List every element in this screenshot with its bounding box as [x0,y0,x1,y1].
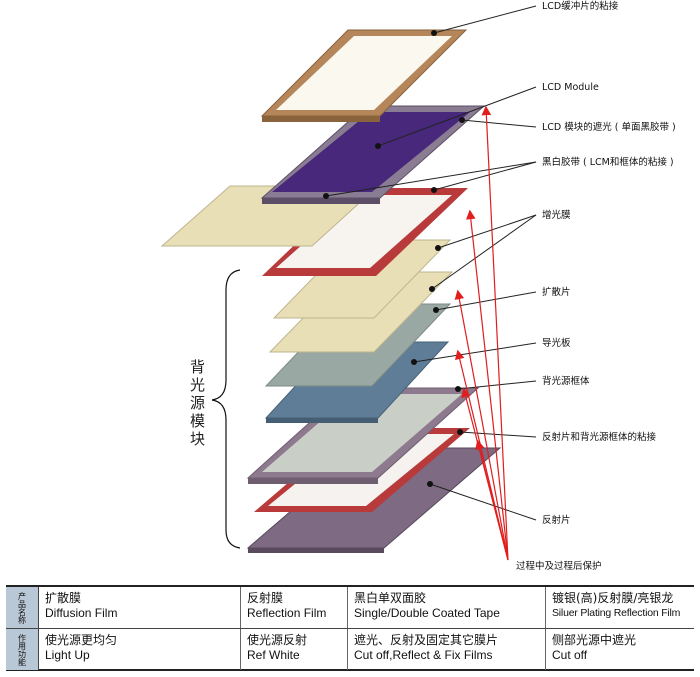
function-en: Cut off [552,648,588,662]
product-table: 产品名称 扩散膜 Diffusion Film 反射膜 Reflection F… [6,585,694,671]
product-name-zh: 扩散膜 [45,591,82,605]
table-cell: 侧部光源中遮光 Cut off [546,629,694,670]
label-lcd-shading: LCD 模块的遮光 ( 单面黑胶带 ) [542,121,676,133]
label-reflector: 反射片 [542,514,571,526]
table-cell: 使光源反射 Ref White [241,629,348,670]
label-lcd-buffer: LCD缓冲片的粘接 [542,0,619,12]
side-char: 光 [190,376,205,394]
backlight-module-label: 背 光 源 模 块 [190,358,205,448]
product-name-en: Reflection Film [247,606,327,620]
function-zh: 遮光、反射及固定其它膜片 [354,633,499,647]
label-diffuser: 扩散片 [542,286,571,298]
function-zh: 使光源更均匀 [45,633,118,647]
row-header-label: 产品名称 [17,591,27,624]
row-header-label: 作用功能 [17,633,27,666]
product-name-zh: 反射膜 [247,591,284,605]
function-en: Cut off,Reflect & Fix Films [354,648,493,662]
product-name-en: Single/Double Coated Tape [354,606,500,620]
label-brightness-film: 增光膜 [542,209,571,221]
table-cell: 遮光、反射及固定其它膜片 Cut off,Reflect & Fix Films [348,629,546,670]
table-cell: 使光源更均匀 Light Up [39,629,241,670]
exploded-backlight-diagram: 背 光 源 模 块 LCD缓冲片的粘接 LCD Module LCD 模块的遮光… [160,0,676,572]
leader-dots [323,30,465,487]
product-name-en: Siluer Plating Reflection Film [552,607,681,619]
backlight-brace [211,269,241,549]
table-cell: 镀银(高)反射膜/亮银龙 Siluer Plating Reflection F… [546,587,694,628]
label-light-guide: 导光板 [542,337,571,349]
function-en: Ref White [247,648,300,662]
side-char: 模 [190,412,205,430]
row-header-products: 产品名称 [6,587,39,628]
product-name-zh: 黑白单双面胶 [354,591,427,605]
label-reflector-bond: 反射片和背光源框体的粘接 [542,431,657,443]
leader-lines [325,5,537,521]
table-row-products: 产品名称 扩散膜 Diffusion Film 反射膜 Reflection F… [6,587,694,629]
table-row-functions: 作用功能 使光源更均匀 Light Up 使光源反射 Ref White 遮光、… [6,629,694,670]
protection-arrows [454,105,509,561]
side-char: 块 [190,430,205,448]
side-char: 背 [190,358,205,376]
table-cell: 反射膜 Reflection Film [241,587,348,628]
side-char: 源 [190,394,205,412]
product-name-en: Diffusion Film [45,606,118,620]
function-zh: 使光源反射 [247,633,308,647]
label-bw-tape: 黑白胶带 ( LCM和框体的粘接 ) [542,156,674,168]
row-header-functions: 作用功能 [6,629,39,670]
function-en: Light Up [45,648,90,662]
function-zh: 侧部光源中遮光 [552,633,637,647]
product-name-zh: 镀银(高)反射膜/亮银龙 [552,591,674,605]
table-cell: 黑白单双面胶 Single/Double Coated Tape [348,587,546,628]
label-protection: 过程中及过程后保护 [516,560,602,572]
label-lcd-module: LCD Module [542,82,599,93]
label-backlight-frame: 背光源框体 [542,375,590,387]
table-cell: 扩散膜 Diffusion Film [39,587,241,628]
